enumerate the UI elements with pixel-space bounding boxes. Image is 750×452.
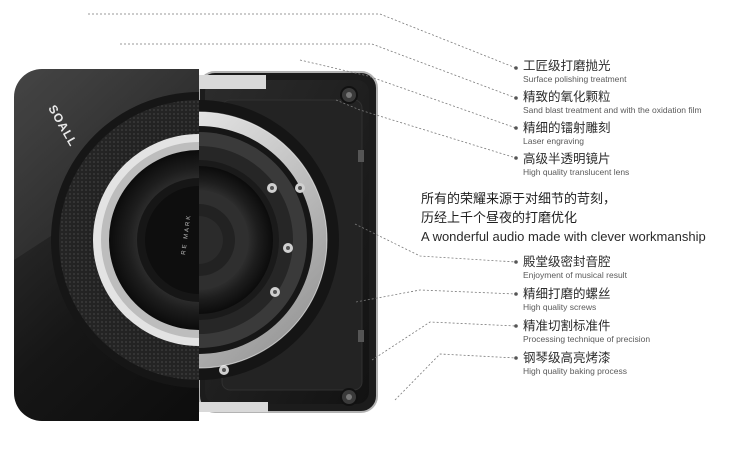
callout-screws: 精细打磨的螺丝 High quality screws bbox=[523, 286, 611, 313]
callout-laser-engraving: 精细的镭射雕刻 Laser engraving bbox=[523, 120, 611, 147]
callout-title: 殿堂级密封音腔 bbox=[523, 254, 611, 269]
callout-translucent-lens: 高级半透明镜片 High quality translucent lens bbox=[523, 151, 629, 178]
callout-subtitle: Laser engraving bbox=[523, 136, 584, 146]
callout-surface-polishing: 工匠级打磨抛光 Surface polishing treatment bbox=[523, 58, 626, 85]
leader-lines-bottom bbox=[354, 223, 517, 401]
callout-title: 精致的氧化颗粒 bbox=[523, 89, 611, 104]
callout-subtitle: Surface polishing treatment bbox=[523, 74, 627, 84]
callout-precision-cutting: 精准切割标准件 Processing technique of precisio… bbox=[523, 318, 650, 345]
ring-engraving: RE MARK bbox=[181, 214, 193, 256]
callout-title: 钢琴级高亮烤漆 bbox=[523, 350, 611, 365]
callout-subtitle: High quality baking process bbox=[523, 366, 627, 376]
callout-subtitle: Sand blast treatment and with the oxidat… bbox=[523, 105, 702, 115]
speaker-exterior: SOALL bbox=[14, 69, 199, 421]
callout-title: 精准切割标准件 bbox=[523, 318, 611, 333]
callout-title: 高级半透明镜片 bbox=[523, 151, 611, 166]
leader-lines-top bbox=[88, 13, 517, 159]
tagline-line-2: 历经上千个昼夜的打磨优化 bbox=[421, 211, 578, 226]
callout-sealed-chamber: 殿堂级密封音腔 Enjoyment of musical result bbox=[523, 254, 627, 281]
callout-subtitle: High quality screws bbox=[523, 302, 597, 312]
callout-oxidation: 精致的氧化颗粒 Sand blast treatment and with th… bbox=[523, 89, 702, 116]
callout-subtitle: High quality translucent lens bbox=[523, 167, 630, 177]
leader-dots bbox=[514, 66, 518, 360]
callout-baking-finish: 钢琴级高亮烤漆 High quality baking process bbox=[523, 350, 627, 377]
callout-subtitle: Processing technique of precision bbox=[523, 334, 651, 344]
speaker-interior bbox=[199, 71, 378, 413]
tagline-line-1: 所有的荣耀来源于对细节的苛刻， bbox=[421, 192, 617, 207]
tagline-english: A wonderful audio made with clever workm… bbox=[421, 229, 706, 244]
callout-subtitle: Enjoyment of musical result bbox=[523, 270, 627, 280]
callout-title: 工匠级打磨抛光 bbox=[523, 58, 611, 73]
callout-title: 精细的镭射雕刻 bbox=[523, 120, 611, 135]
callout-title: 精细打磨的螺丝 bbox=[523, 286, 611, 301]
tagline-block: 所有的荣耀来源于对细节的苛刻， 历经上千个昼夜的打磨优化 A wonderful… bbox=[421, 190, 706, 246]
